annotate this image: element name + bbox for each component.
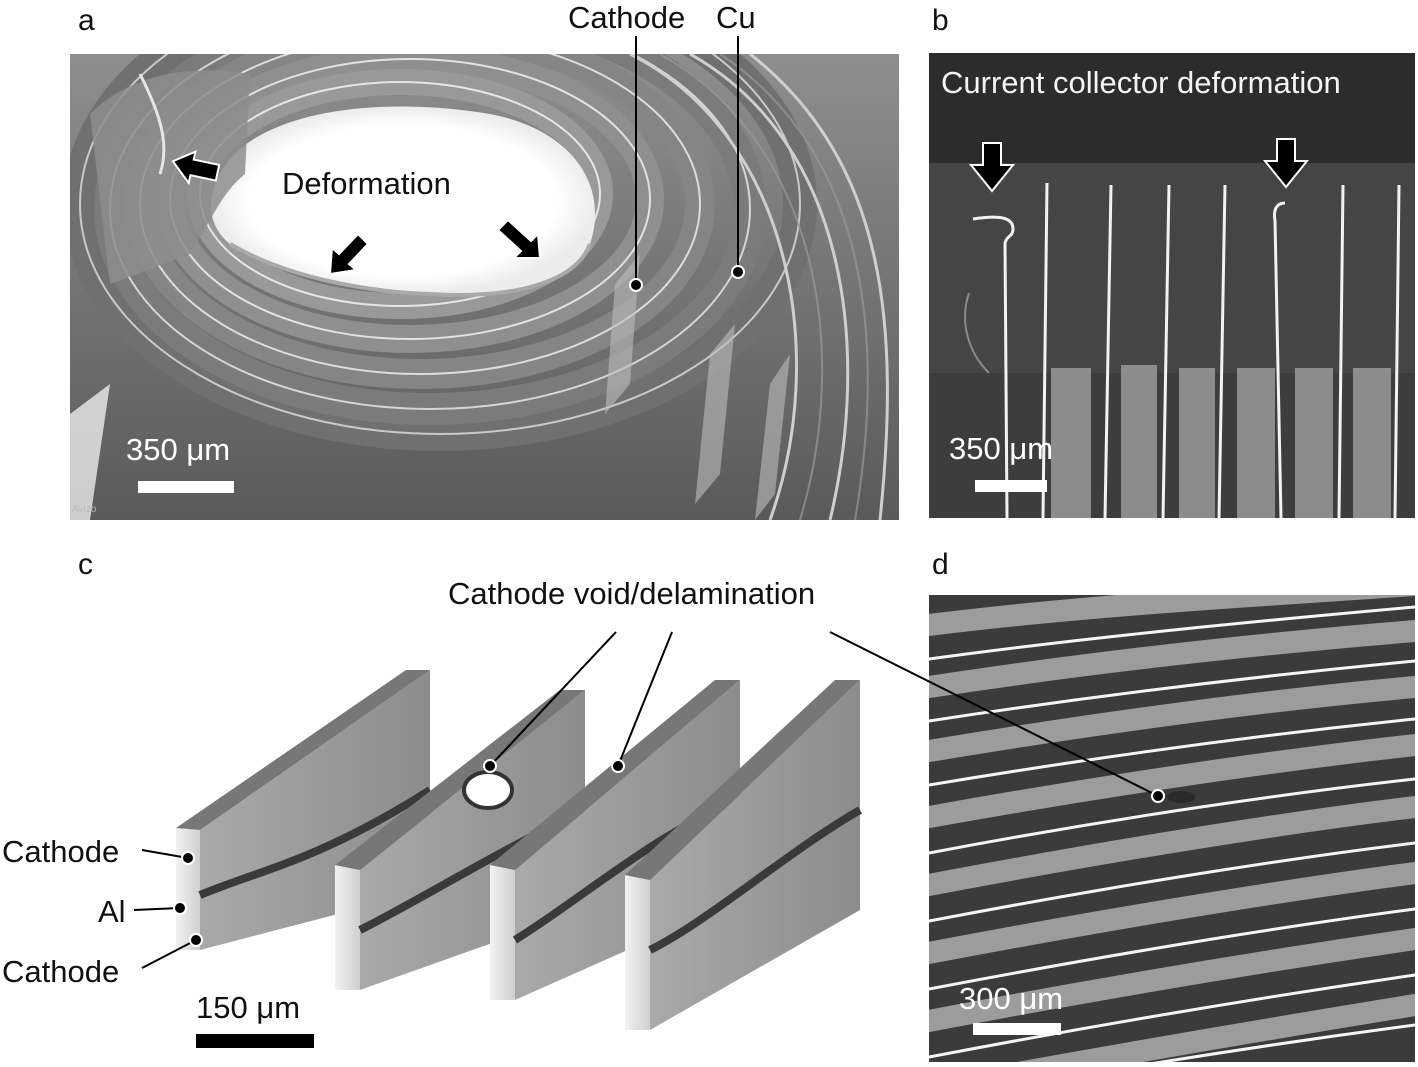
panel-letter-d: d <box>932 548 949 581</box>
scale-bar-label-b: 350 μm <box>949 431 1054 466</box>
cathode-label-a: Cathode <box>568 0 686 35</box>
panel-letter-a: a <box>78 4 95 37</box>
arrow-left-icon <box>171 150 220 186</box>
arrow-down-right-icon <box>496 218 542 259</box>
scale-bar-b <box>975 480 1047 492</box>
arrow-down-icon <box>969 142 1015 193</box>
cu-label-a: Cu <box>716 0 756 35</box>
scale-bar-label-d: 300 μm <box>959 981 1064 1016</box>
panel-c-image <box>170 650 880 1040</box>
panel-letter-b: b <box>932 4 949 37</box>
software-watermark: Avizo <box>72 504 97 515</box>
deformation-label: Deformation <box>282 166 451 201</box>
ct-cross-section-b <box>929 53 1415 518</box>
scale-bar-label-a: 350 μm <box>126 432 231 467</box>
scale-bar-d <box>973 1023 1061 1035</box>
al-label: Al <box>98 894 126 929</box>
arrow-down-left-icon <box>328 232 370 276</box>
slab-4 <box>625 680 862 1030</box>
arrow-down-icon <box>1263 138 1309 189</box>
scale-bar-c <box>196 1034 314 1048</box>
scale-bar-label-c: 150 μm <box>196 990 301 1025</box>
panel-d-image: 300 μm <box>929 595 1415 1062</box>
electrode-slabs-rendering <box>176 670 862 1030</box>
cathode-label-c-bottom: Cathode <box>2 954 120 989</box>
electrode-spiral-rendering <box>70 54 899 520</box>
scale-bar-a <box>138 481 234 493</box>
ct-spiral-cross-section-d <box>929 595 1415 1062</box>
panel-letter-c: c <box>78 548 93 581</box>
cathode-label-c-top: Cathode <box>2 834 120 869</box>
panel-a-image: Deformation 350 μm Avizo <box>70 54 899 520</box>
panel-b-title: Current collector deformation <box>941 65 1341 100</box>
panel-b-image: Current collector deformation 350 μm <box>929 53 1415 518</box>
cathode-void-label: Cathode void/delamination <box>448 576 816 611</box>
